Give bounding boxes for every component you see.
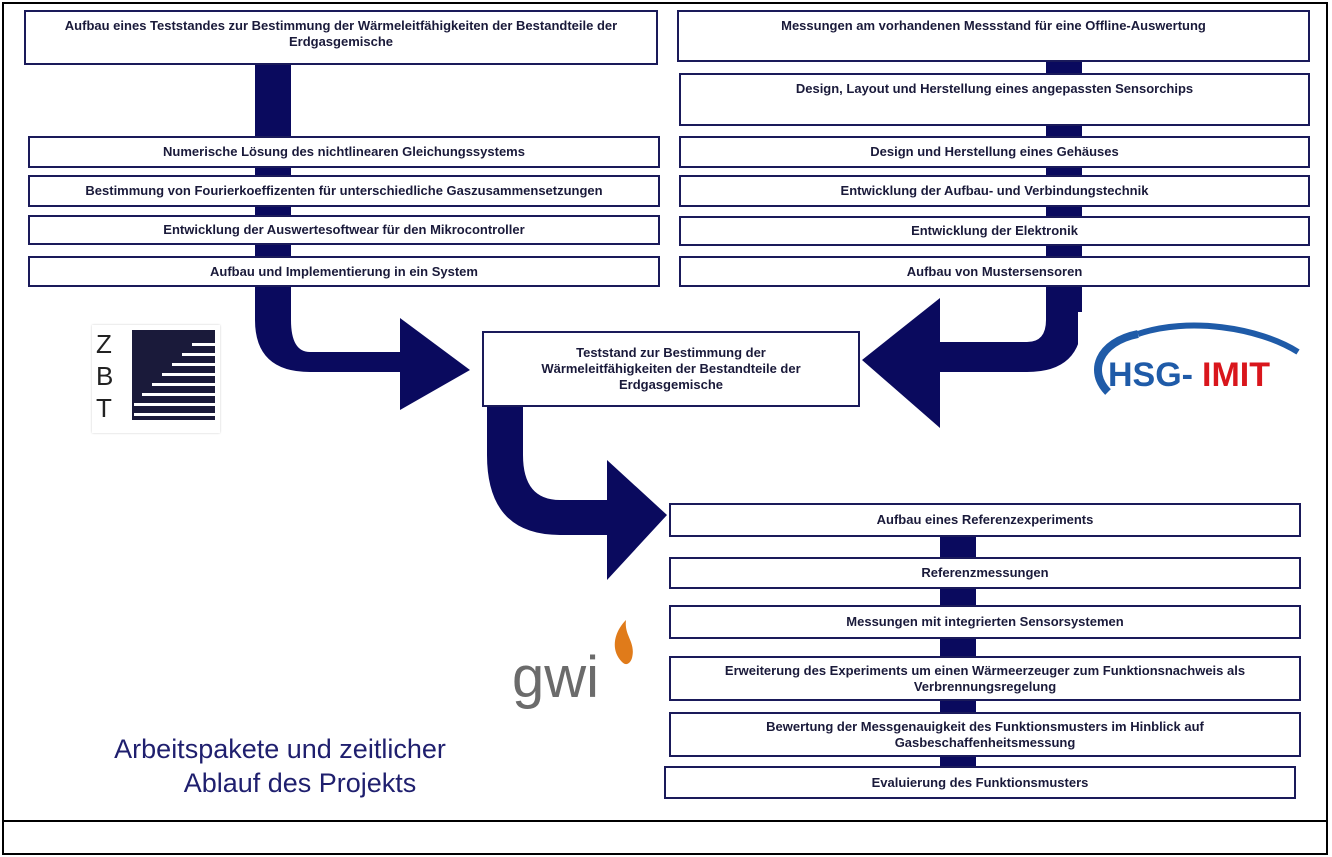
right-item-3: Entwicklung der Aufbau- und Verbindungst…: [679, 175, 1310, 207]
bottom-item-2: Referenzmessungen: [669, 557, 1301, 589]
caption-line-1: Arbeitspakete und zeitlicher: [114, 734, 446, 764]
gwi-graphic: gwi: [512, 620, 633, 710]
left-curved-arrow: [255, 300, 470, 410]
bottom-item-5: Bewertung der Messgenauigkeit des Funkti…: [669, 712, 1301, 757]
zbt-letter-t: T: [96, 393, 112, 423]
gwi-logo: gwi: [502, 592, 652, 722]
left-item-4: Aufbau und Implementierung in ein System: [28, 256, 660, 287]
bottom-item-6: Evaluierung des Funktionsmusters: [664, 766, 1296, 799]
left-item-2: Bestimmung von Fourierkoeffizenten für u…: [28, 175, 660, 207]
hsg-imit-logo: HSG- IMIT: [1078, 312, 1308, 412]
zbt-logo: Z B T: [92, 325, 220, 433]
bottom-curved-arrow: [487, 400, 667, 580]
diagram-frame: [2, 2, 1328, 822]
diagram-caption: Arbeitspakete und zeitlicher Ablauf des …: [60, 732, 500, 800]
zbt-letter-z: Z: [96, 329, 112, 359]
imit-text: IMIT: [1202, 356, 1270, 394]
right-curved-arrow: [862, 298, 1082, 428]
zbt-stripes: [132, 330, 215, 420]
left-item-1: Numerische Lösung des nichtlinearen Glei…: [28, 136, 660, 168]
hsg-text: HSG-: [1108, 356, 1193, 394]
right-item-5: Aufbau von Mustersensoren: [679, 256, 1310, 287]
bottom-item-3: Messungen mit integrierten Sensorsysteme…: [669, 605, 1301, 639]
right-header-box: Messungen am vorhandenen Messstand für e…: [677, 10, 1310, 62]
zbt-logo-graphic: Z B T: [96, 329, 215, 423]
gwi-flame: [614, 620, 633, 665]
bottom-item-1: Aufbau eines Referenzexperiments: [669, 503, 1301, 537]
left-header-box: Aufbau eines Teststandes zur Bestimmung …: [24, 10, 658, 65]
right-item-2: Design und Herstellung eines Gehäuses: [679, 136, 1310, 168]
bottom-item-4: Erweiterung des Experiments um einen Wär…: [669, 656, 1301, 701]
gwi-text: gwi: [512, 645, 599, 710]
hsg-arc: [1094, 330, 1139, 395]
right-item-4: Entwicklung der Elektronik: [679, 216, 1310, 246]
caption-frame: [2, 822, 1328, 855]
hsg-imit-graphic: HSG- IMIT: [1094, 322, 1300, 395]
right-item-1: Design, Layout und Herstellung eines ang…: [679, 73, 1310, 126]
center-box: Teststand zur Bestimmung der Wärmeleitfä…: [482, 331, 860, 407]
hsg-swoosh: [1137, 322, 1300, 355]
caption-line-2: Ablauf des Projekts: [183, 768, 417, 798]
zbt-letter-b: B: [96, 361, 113, 391]
left-item-3: Entwicklung der Auswertesoftwear für den…: [28, 215, 660, 245]
